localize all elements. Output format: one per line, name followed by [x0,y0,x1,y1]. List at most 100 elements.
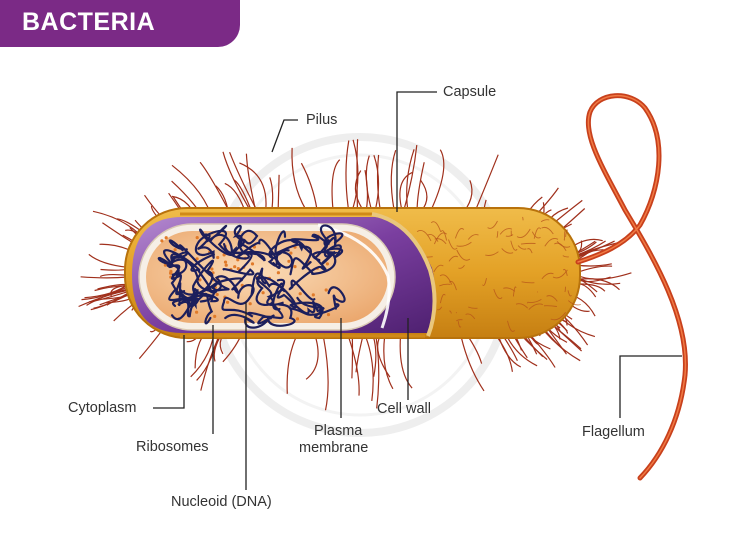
ribosome-dot [195,310,199,314]
ribosome-dot [173,248,177,252]
pilus-hair [383,336,394,390]
ribosome-dot [213,314,217,318]
ribosome-dot [287,259,291,263]
plasma-membrane-label-line1: Plasma [314,423,363,439]
capsule-texture-hair [564,286,566,293]
capsule-texture-hair [516,228,531,238]
leader-capsule [396,91,437,212]
ribosome-dot [289,251,293,255]
capsule-texture-hair [520,242,536,245]
capsule-texture-hair [554,242,567,252]
capsule-texture-hair [485,251,499,256]
ribosome-dot [250,262,255,266]
dna-strand [197,233,266,262]
title-banner: BACTERIA [0,0,240,47]
dna-strand [196,268,255,294]
pilus-hair [403,145,418,211]
capsule-texture-hair [437,306,443,311]
capsule-texture-hair [439,293,446,304]
capsule-texture-hair [454,228,465,239]
capsule-texture-hair [439,274,453,285]
pilus-hair [375,337,380,409]
pilus-hair [300,162,318,210]
capsule-texture-hair [503,287,516,292]
ribosome-dot [293,265,297,269]
dna-strand [157,249,215,280]
capsule-texture-hair [562,255,569,258]
capsule-texture-hair [448,255,459,262]
capsule-texture-hair [467,234,479,240]
capsule-label: Capsule [443,84,497,100]
capsule-texture-hair [439,283,451,287]
capsule-texture-hair [510,240,518,251]
ribosome-dot [276,271,280,275]
capsule-texture-hair [465,313,476,320]
plasma-membrane-label-line2: membrane [299,440,369,456]
capsule-texture-hair [540,219,550,223]
pilus-hair [291,147,307,211]
dna-strand [181,288,214,325]
pilus-hair [239,162,267,214]
flagellum-highlight [577,94,687,479]
ribosome-dot [261,291,265,295]
capsule-texture-hair [505,234,514,237]
capsule-texture-hair [448,239,458,250]
ribosome-dot [295,317,300,321]
capsule-texture-hair [562,268,568,277]
pilus-hair [575,272,632,280]
ribosome-dot [298,292,302,296]
leader-lines [153,91,682,490]
capsule-texture-hair [430,221,442,232]
dna-strand [221,284,272,320]
capsule-texture-hair [468,306,478,309]
ribosome-dot [233,265,237,269]
pilus-hair [365,337,374,401]
capsule-texture-hair [565,229,569,237]
ribosome-dot [210,267,214,271]
capsule-texture-hair [521,281,535,284]
dna-strand [170,268,219,321]
capsule-texture-hair [496,231,499,238]
capsule-texture-hair [434,238,447,245]
ribosome-dot [169,271,173,275]
pilus-hair [322,337,329,411]
pilus-hair [420,179,428,212]
capsule-texture-hair [416,230,432,242]
dna-strand [266,282,296,327]
capsule-texture-hair [507,320,515,332]
capsule-texture-hair [427,234,439,242]
pilus-hair [429,149,445,213]
pilus-hair [377,336,391,378]
capsule-texture-hair [531,231,541,239]
pilus-hair [390,150,397,210]
ribosomes-label: Ribosomes [136,439,209,455]
ribosome-dot [326,313,331,317]
capsule-texture-hair [493,288,503,299]
capsule-texture-hair [456,249,471,261]
leader-cytoplasm [153,335,185,409]
capsule-texture-hair [456,319,463,322]
ribosome-dot [224,263,228,267]
pilus-hair [399,171,413,211]
pilus-hair [355,337,364,373]
dna-strand [290,224,337,259]
pilus-hair [406,149,415,211]
capsule-texture-hair [550,312,567,321]
capsule-texture-hair [543,305,557,307]
pilus-hair [286,335,298,394]
pilus-hair [80,276,130,279]
ribosome-dot [324,288,328,292]
capsule-texture-hair [567,290,572,297]
capsule-texture-hair [527,299,542,303]
ribosome-dot [325,262,329,266]
capsule-texture-hair [433,264,444,273]
dna-strand [311,232,344,266]
capsule-texture [416,216,581,332]
capsule-texture-hair [541,226,554,235]
flagellum-label: Flagellum [582,424,645,440]
pilus-hair [399,336,413,389]
ribosome-dot [164,236,168,240]
leader-pilus [271,119,298,153]
page-title: BACTERIA [22,8,156,36]
